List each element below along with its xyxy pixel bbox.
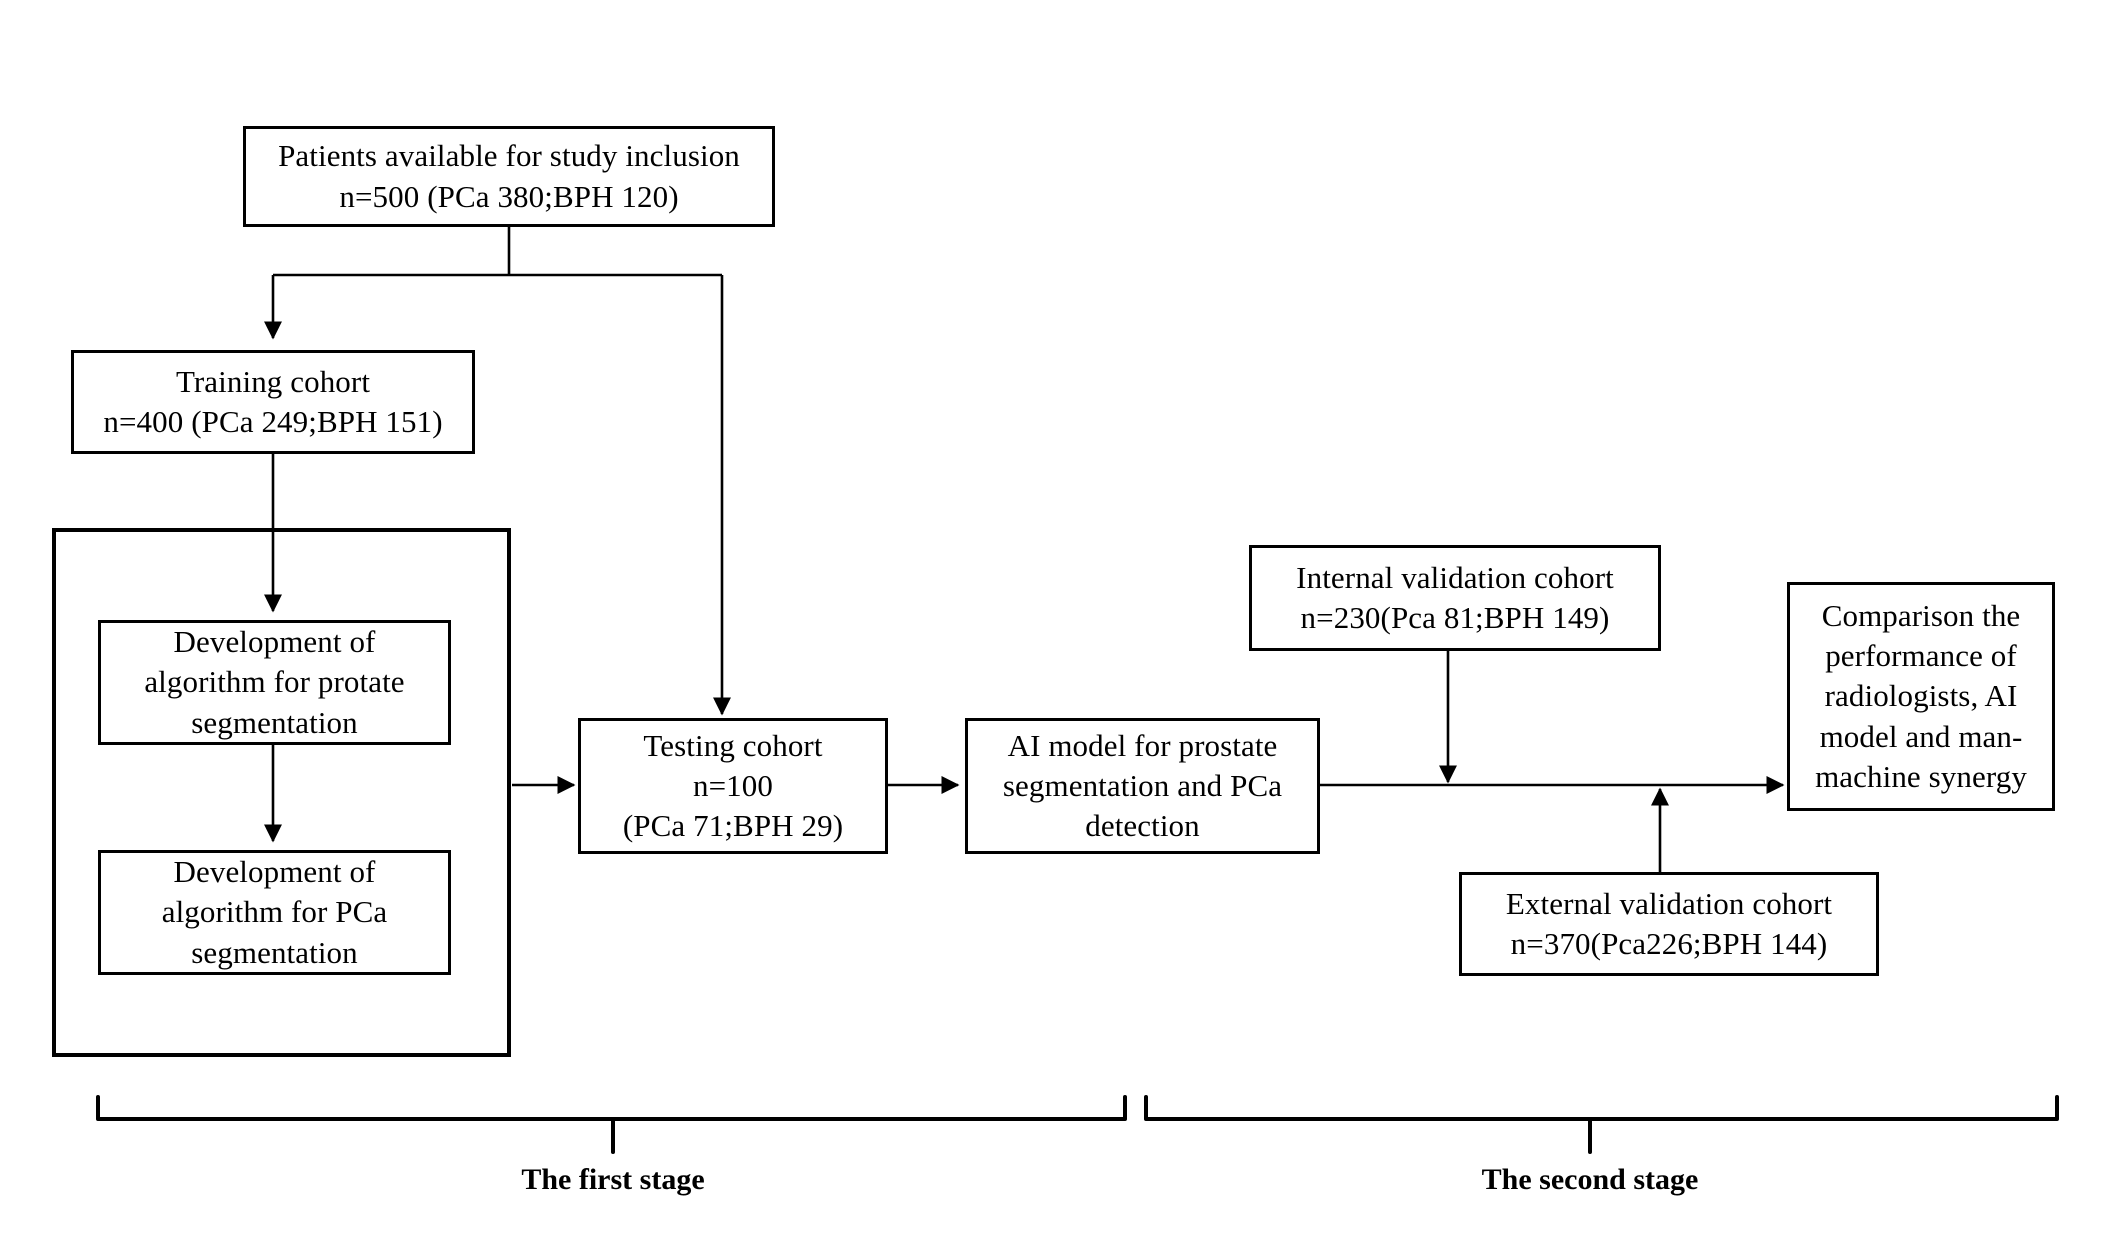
node-ai-model-label: AI model for prostate segmentation and P… — [1002, 727, 1283, 844]
node-external-validation-cohort[interactable]: External validation cohort n=370(Pca226;… — [1459, 872, 1879, 976]
brace-first-stage — [96, 1095, 1127, 1154]
stage-label-first: The first stage — [413, 1163, 813, 1197]
edge-patients-split — [273, 227, 722, 277]
node-testing-cohort-label: Testing cohort n=100 (PCa 71;BPH 29) — [622, 727, 844, 844]
node-internal-validation-cohort-label: Internal validation cohort n=230(Pca 81;… — [1296, 559, 1614, 635]
node-development-prostate-segmentation-label: Development of algorithm for protate seg… — [144, 624, 405, 740]
node-patients-available-label: Patients available for study inclusion n… — [278, 138, 740, 214]
node-training-cohort-label: Training cohort n=400 (PCa 249;BPH 151) — [103, 363, 443, 439]
node-external-validation-cohort-label: External validation cohort n=370(Pca226;… — [1505, 885, 1833, 961]
node-testing-cohort[interactable]: Testing cohort n=100 (PCa 71;BPH 29) — [578, 718, 888, 854]
node-comparison-performance[interactable]: Comparison the performance of radiologis… — [1787, 582, 2055, 811]
node-development-pca-segmentation-label: Development of algorithm for PCa segment… — [161, 854, 388, 970]
stage-label-second: The second stage — [1390, 1163, 1790, 1197]
brace-second-stage — [1144, 1095, 2059, 1154]
node-ai-model[interactable]: AI model for prostate segmentation and P… — [965, 718, 1320, 854]
node-development-prostate-segmentation[interactable]: Development of algorithm for protate seg… — [98, 620, 451, 745]
node-internal-validation-cohort[interactable]: Internal validation cohort n=230(Pca 81;… — [1249, 545, 1661, 651]
stage-label-second-text: The second stage — [1481, 1163, 1699, 1196]
node-development-pca-segmentation[interactable]: Development of algorithm for PCa segment… — [98, 850, 451, 975]
node-patients-available[interactable]: Patients available for study inclusion n… — [243, 126, 775, 227]
development-group-frame — [52, 528, 511, 1057]
stage-label-first-text: The first stage — [521, 1163, 705, 1196]
node-comparison-performance-label: Comparison the performance of radiologis… — [1815, 597, 2027, 794]
node-training-cohort[interactable]: Training cohort n=400 (PCa 249;BPH 151) — [71, 350, 475, 454]
